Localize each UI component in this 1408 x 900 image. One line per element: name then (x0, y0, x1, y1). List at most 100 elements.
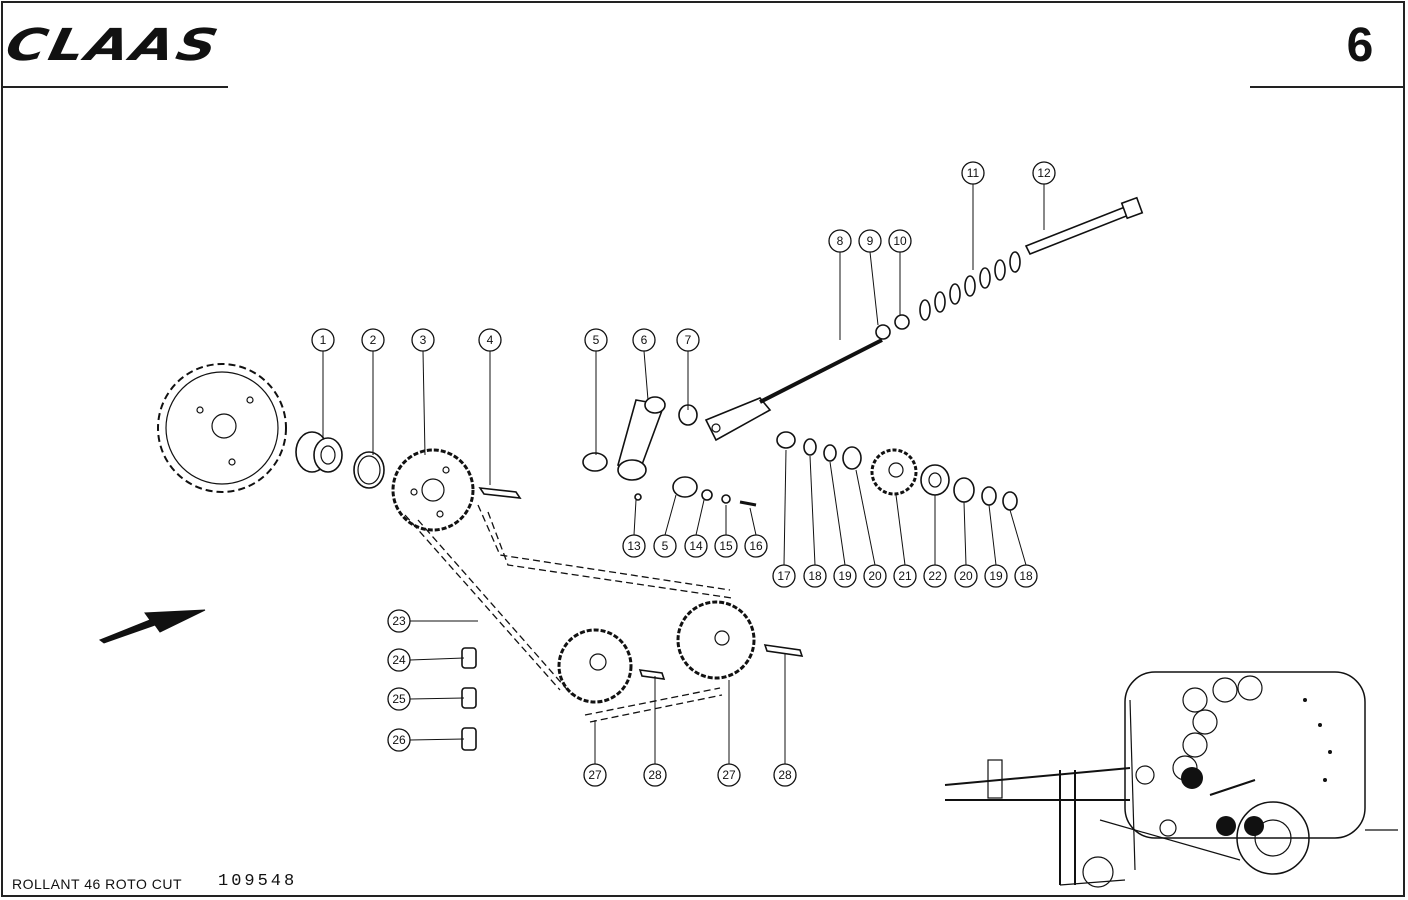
callout-leader (409, 697, 465, 700)
callout-label: 19 (989, 569, 1003, 583)
callout-label: 17 (777, 569, 791, 583)
callout-16: 16 (744, 507, 768, 558)
callout-5: 5 (584, 328, 608, 455)
callout-leader (409, 738, 465, 741)
sprocket-part-27-left (557, 628, 633, 704)
callout-circle (387, 728, 411, 752)
idler-assembly (776, 431, 1018, 511)
callout-circle (833, 564, 857, 588)
callout-leader (869, 251, 879, 326)
callout-1: 1 (311, 328, 335, 440)
callout-circle (961, 161, 985, 185)
model-name: ROLLANT 46 ROTO CUT (12, 876, 183, 892)
callout-label: 28 (778, 768, 792, 782)
chain-link-24 (461, 647, 477, 669)
callout-22: 22 (923, 495, 947, 588)
chain-link-26 (461, 727, 477, 751)
callout-leader (643, 350, 649, 401)
drive-chain (404, 504, 733, 723)
callout-label: 6 (641, 333, 648, 347)
ring-part (353, 451, 385, 489)
callout-leader (409, 657, 465, 661)
callout-circle (387, 609, 411, 633)
baler-locator-sketch (944, 671, 1398, 888)
callout-circle (717, 763, 741, 787)
callout-label: 5 (662, 539, 669, 553)
callout-leader (988, 504, 997, 566)
callout-label: 2 (370, 333, 377, 347)
callout-18: 18 (803, 455, 827, 588)
callout-circle (676, 328, 700, 352)
callout-leader (783, 449, 787, 566)
drawing-code: 109548 (218, 872, 298, 891)
callout-label: 25 (392, 692, 406, 706)
callout-7: 7 (676, 328, 700, 410)
callout-circle (773, 763, 797, 787)
callout-label: 28 (648, 768, 662, 782)
callout-circle (714, 534, 738, 558)
key-part-28-left (638, 669, 666, 680)
callout-label: 26 (392, 733, 406, 747)
header-rule-left (2, 86, 228, 88)
direction-arrow-icon (98, 609, 206, 644)
callout-14: 14 (684, 499, 708, 558)
callout-circle (311, 328, 335, 352)
callout-circle (858, 229, 882, 253)
callout-circle (863, 564, 887, 588)
callout-21: 21 (893, 494, 917, 588)
sprocket-part-3 (391, 448, 475, 532)
callout-5: 5 (653, 494, 677, 558)
callout-8: 8 (828, 229, 852, 340)
callout-leader (829, 461, 846, 566)
callout-6: 6 (632, 328, 656, 401)
callout-28: 28 (773, 654, 797, 787)
callout-13: 13 (622, 499, 646, 558)
callout-leader (855, 469, 876, 566)
callout-circle (584, 328, 608, 352)
callout-12: 12 (1032, 161, 1056, 230)
callout-circle (893, 564, 917, 588)
callout-label: 11 (967, 166, 980, 180)
tensioner-arm-assembly (582, 396, 757, 507)
callout-leader (963, 501, 967, 566)
callout-leader (664, 494, 677, 536)
callout-label: 16 (749, 539, 763, 553)
callout-circle (803, 564, 827, 588)
hub-part (295, 431, 343, 473)
callout-circle (411, 328, 435, 352)
callout-label: 18 (808, 569, 822, 583)
callout-15: 15 (714, 505, 738, 558)
callout-10: 10 (888, 229, 912, 315)
callout-20: 20 (855, 469, 887, 588)
callout-circle (1014, 564, 1038, 588)
callout-circle (954, 564, 978, 588)
callout-26: 26 (387, 728, 465, 752)
callout-19: 19 (829, 461, 857, 588)
chain-link-25 (461, 687, 477, 709)
callout-label: 9 (867, 234, 874, 248)
callout-label: 27 (588, 768, 602, 782)
callout-leader (633, 499, 637, 536)
callout-leader (809, 455, 816, 566)
callout-leader (695, 499, 705, 536)
callout-leader (895, 494, 906, 566)
callout-9: 9 (858, 229, 882, 326)
callout-label: 21 (898, 569, 912, 583)
callout-28: 28 (643, 676, 667, 787)
callout-label: 15 (719, 539, 733, 553)
callout-3: 3 (411, 328, 435, 456)
callout-circle (653, 534, 677, 558)
callout-circle (622, 534, 646, 558)
callout-label: 20 (868, 569, 882, 583)
callout-label: 20 (959, 569, 973, 583)
callout-label: 12 (1037, 166, 1051, 180)
callout-leader (422, 350, 426, 456)
callout-circle (923, 564, 947, 588)
callout-leader (1009, 509, 1027, 566)
callout-circle (387, 648, 411, 672)
callout-17: 17 (772, 449, 796, 588)
callout-circle (684, 534, 708, 558)
callout-circle (888, 229, 912, 253)
callout-20: 20 (954, 501, 978, 588)
